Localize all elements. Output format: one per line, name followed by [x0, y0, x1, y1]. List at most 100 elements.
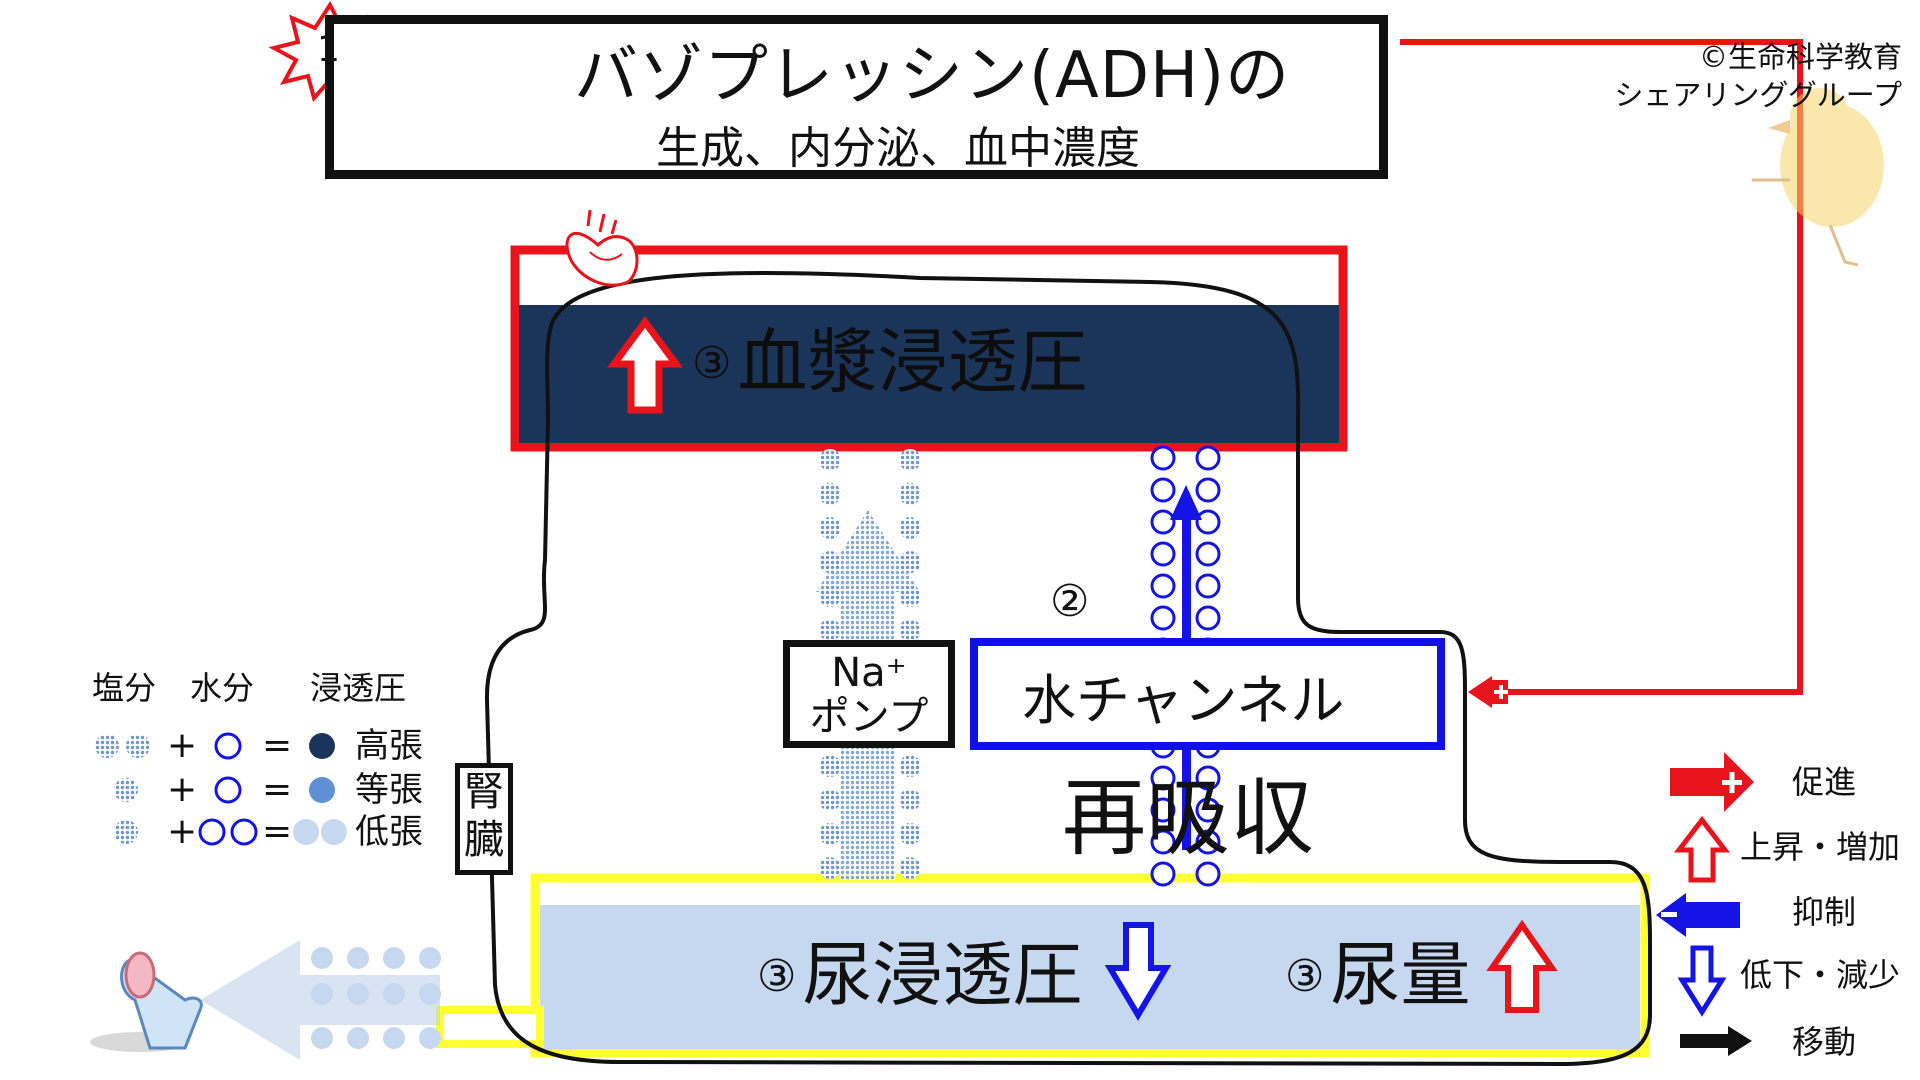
salt-dot — [899, 449, 921, 471]
key-promote-arrow — [1670, 752, 1754, 812]
legend-row3-equals: = — [262, 811, 293, 852]
key-inhibit-label: 抑制 — [1792, 893, 1857, 931]
water-dot — [1150, 573, 1176, 599]
salt-dot — [819, 857, 841, 879]
legend-salt-dot — [114, 778, 138, 802]
legend-water-dot — [214, 776, 242, 804]
na-pump-label: ポンプ — [809, 694, 929, 740]
water-dot — [1195, 797, 1221, 823]
legend-salt-dot — [114, 820, 138, 844]
kidney-char-1: 腎 — [464, 769, 504, 815]
salt-dot — [819, 823, 841, 845]
water-dot — [1150, 829, 1176, 855]
plasma-up-arrow — [607, 316, 683, 414]
salt-dot — [819, 619, 841, 641]
key-inhibit-arrow — [1656, 893, 1740, 937]
plasma-step-number: ③ — [692, 338, 732, 389]
urine-fill — [540, 905, 1640, 1049]
water-dot — [1195, 477, 1221, 503]
urine-volume-step-number: ③ — [1285, 951, 1325, 1002]
water-dot — [1150, 509, 1176, 535]
adh-feedback-line — [1400, 39, 1803, 695]
water-dot — [1150, 797, 1176, 823]
toilet-icon — [90, 951, 203, 1052]
water-dot — [1195, 765, 1221, 791]
reabsorption-label: 再吸収 — [1062, 769, 1315, 867]
urine-volume-label: ③尿量 — [1285, 935, 1470, 1017]
water-dot — [1195, 541, 1221, 567]
key-up-arrow — [1673, 815, 1731, 883]
plasma-osmotic-label: ③血漿浸透圧 — [692, 322, 1087, 404]
legend-row2-result: 等張 — [355, 770, 423, 810]
title-main: バゾプレッシン(ADH)の — [574, 39, 1291, 113]
legend-water-dot — [230, 818, 258, 846]
legend-header-osmotic: 浸透圧 — [310, 669, 407, 707]
water-dot — [1195, 445, 1221, 471]
water-dot — [1150, 861, 1176, 887]
kidney-char-2: 臓 — [464, 817, 504, 863]
water-dot — [1150, 445, 1176, 471]
title-subtitle: 生成、内分泌、血中濃度 — [656, 123, 1140, 174]
title-box: バゾプレッシン(ADH)の 生成、内分泌、血中濃度 — [325, 15, 1388, 179]
urine-volume-text: 尿量 — [1330, 934, 1471, 1016]
water-dot — [1150, 765, 1176, 791]
legend-hypertonic-dot — [309, 733, 335, 759]
salt-dot — [899, 483, 921, 505]
legend-hypotonic-dot — [293, 819, 319, 845]
legend-row3-plus: + — [167, 811, 198, 852]
legend-row1-equals: = — [262, 725, 293, 766]
outflow-water-dots — [311, 947, 441, 1049]
urine-osmotic-label: ③尿浸透圧 — [757, 935, 1082, 1017]
salt-dot — [899, 857, 921, 879]
legend-header-water: 水分 — [190, 669, 255, 707]
water-dot — [1195, 861, 1221, 887]
legend-hypotonic-dot — [321, 819, 347, 845]
water-dot — [1195, 829, 1221, 855]
na-pump-ion: Na⁺ — [831, 650, 907, 696]
salt-dot — [819, 449, 841, 471]
kidney-label-box: 腎 臓 — [455, 763, 513, 875]
salt-dot — [819, 789, 841, 811]
key-down-arrow — [1677, 945, 1727, 1017]
legend-row1-plus: + — [167, 725, 198, 766]
copyright-line2: シェアリンググループ — [1614, 78, 1902, 112]
salt-dot — [819, 755, 841, 777]
water-channel-step-number: ② — [1050, 576, 1090, 627]
legend-row3-result: 低張 — [355, 812, 423, 852]
legend-row2-plus: + — [167, 769, 198, 810]
legend-header-salt: 塩分 — [92, 669, 157, 707]
legend-row1-result: 高張 — [355, 726, 423, 766]
key-move-label: 移動 — [1792, 1023, 1857, 1061]
water-dot — [1150, 477, 1176, 503]
legend-symbols — [95, 732, 347, 846]
key-down-label: 低下・減少 — [1740, 956, 1901, 994]
water-channel-label: 水チャンネル — [1022, 669, 1345, 732]
legend-salt-dot — [126, 734, 150, 758]
copyright-line1: ©生命科学教育 — [1698, 40, 1902, 74]
salt-dot — [819, 517, 841, 539]
salt-dot — [899, 823, 921, 845]
water-dot — [1195, 509, 1221, 535]
legend-row2-equals: = — [262, 769, 293, 810]
legend-water-dot — [214, 732, 242, 760]
legend-isotonic-dot — [309, 777, 335, 803]
salt-dot — [899, 551, 921, 573]
legend-salt-dot — [95, 734, 119, 758]
water-dot — [1150, 605, 1176, 631]
key-up-label: 上昇・増加 — [1740, 828, 1901, 866]
urine-osmotic-down-arrow — [1104, 922, 1172, 1021]
key-move-arrow — [1680, 1026, 1752, 1056]
chick-mascot — [1752, 88, 1884, 267]
water-dot — [1150, 541, 1176, 567]
urine-osmotic-step-number: ③ — [757, 951, 797, 1002]
salt-dot — [899, 755, 921, 777]
salt-dot — [899, 517, 921, 539]
water-dot — [1195, 573, 1221, 599]
kidney-outline — [484, 270, 1652, 1067]
promote-arrowhead — [1468, 676, 1508, 708]
water-channel-box: 水チャンネル — [970, 638, 1445, 750]
urine-volume-up-arrow — [1486, 919, 1558, 1013]
legend-water-dot — [198, 818, 226, 846]
salt-dot — [819, 483, 841, 505]
